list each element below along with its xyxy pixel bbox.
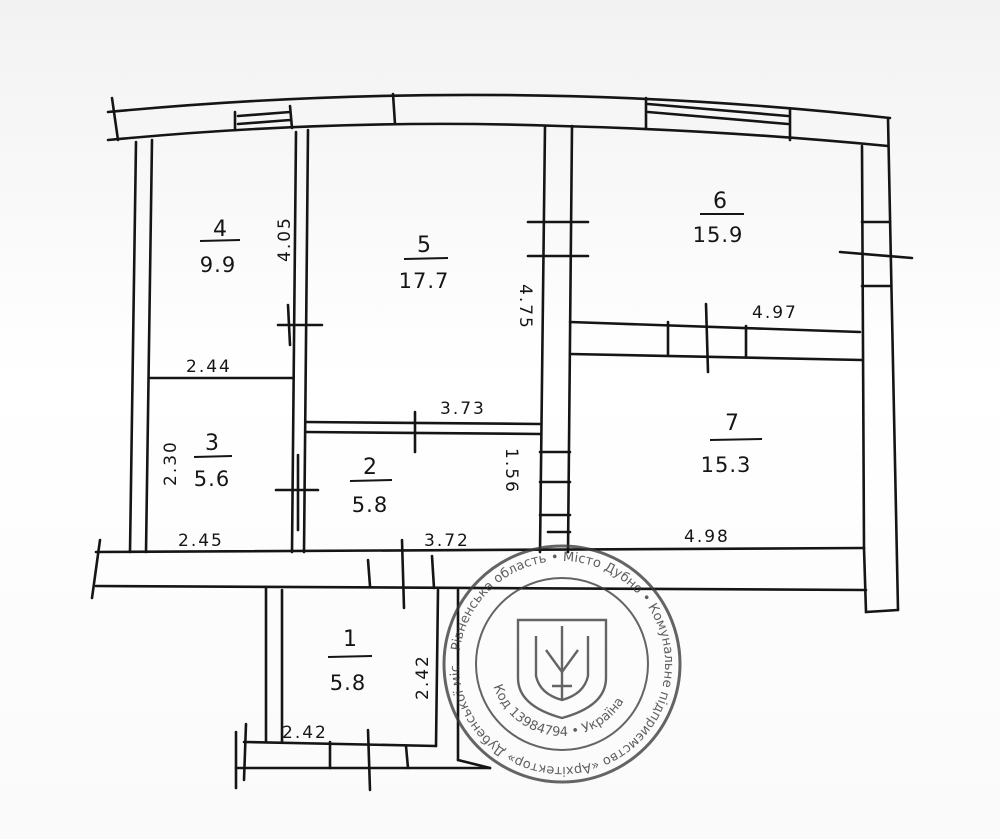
exterior-wall-right-outer <box>886 116 900 612</box>
room-3-number: 3 <box>205 431 219 456</box>
dim-room1-height: 2.42 <box>413 654 433 700</box>
room-1-area: 5.8 <box>330 671 366 695</box>
room-6-label: 6 15.9 <box>693 189 744 247</box>
trident-coat-of-arms-icon <box>516 618 608 720</box>
stamp-outer-text: Рівненська область • Місто Дубно • Комун… <box>0 0 676 778</box>
room-labels: 4 9.9 5 17.7 6 15.9 7 15.3 3 5.6 <box>194 189 763 695</box>
exterior-wall-top-inner <box>106 122 890 148</box>
stamp-outer-ring <box>442 544 682 784</box>
window-top-right <box>644 96 792 142</box>
exterior-wall-left-inner <box>144 138 154 554</box>
wall-5-2 <box>304 420 542 426</box>
room-2-label: 2 5.8 <box>349 455 393 517</box>
room-1-label: 1 5.8 <box>327 627 373 695</box>
dim-room5-height: 4.75 <box>515 284 535 330</box>
room-5-area: 17.7 <box>399 269 450 293</box>
dim-room3-height: 2.30 <box>161 440 181 486</box>
exterior-wall-right-inner <box>860 144 866 550</box>
dim-room5-width: 3.73 <box>440 399 486 419</box>
room-7-label: 7 15.3 <box>701 411 763 477</box>
wall-central-right <box>566 124 574 554</box>
exterior-wall-top-outer <box>106 93 892 120</box>
room-2-area: 5.8 <box>352 493 388 517</box>
dim-room4-width: 2.44 <box>186 357 232 377</box>
room1-wall-right-outer <box>434 588 440 748</box>
hallway-wall-upper <box>94 546 866 554</box>
official-stamp: Рівненська область • Місто Дубно • Комун… <box>0 0 682 784</box>
room-3-label: 3 5.6 <box>194 431 233 491</box>
dim-room2-width: 3.72 <box>424 531 470 551</box>
room-2-number: 2 <box>363 455 377 480</box>
room-6-area: 15.9 <box>693 223 744 247</box>
hallway-wall-lower <box>94 584 868 592</box>
dim-room1-width: 2.42 <box>282 723 328 743</box>
room-3-area: 5.6 <box>194 467 230 491</box>
dimension-labels: 4.05 2.44 2.30 2.45 4.75 3.73 1.56 3.72 … <box>161 216 798 743</box>
room-5-label: 5 17.7 <box>399 233 450 293</box>
dim-room6-width: 4.97 <box>752 303 798 323</box>
wall-central-left <box>538 124 547 554</box>
dim-room3-width: 2.45 <box>178 531 224 551</box>
room-7-number: 7 <box>725 411 739 436</box>
window-top-center <box>391 92 397 126</box>
dim-room2-height: 1.56 <box>501 448 521 494</box>
room-5-number: 5 <box>417 233 431 258</box>
dim-room4-height: 4.05 <box>275 216 295 262</box>
room-6-number: 6 <box>713 189 727 214</box>
room-4-number: 4 <box>213 217 227 242</box>
room-1-number: 1 <box>343 627 357 652</box>
stamp-inner-ring <box>475 577 649 751</box>
wall-4-5 <box>290 130 298 554</box>
room-4-label: 4 9.9 <box>200 217 241 277</box>
room-7-area: 15.3 <box>701 453 752 477</box>
walls <box>90 92 914 792</box>
dim-room7-width: 4.98 <box>684 527 730 547</box>
window-top-left <box>233 104 294 132</box>
exterior-wall-left-outer <box>128 140 138 554</box>
room-4-area: 9.9 <box>200 253 236 277</box>
room1-wall-bottom <box>242 740 438 748</box>
stamp-code-text: Код 13984794 • Україна <box>490 682 628 740</box>
wall-6-7 <box>568 320 862 334</box>
